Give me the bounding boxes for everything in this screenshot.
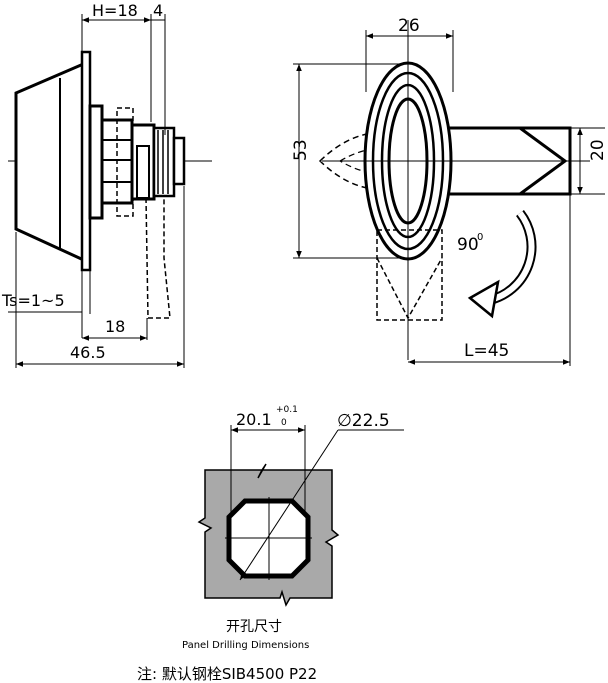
- cutout-caption-en: Panel Drilling Dimensions: [182, 640, 309, 651]
- cutout-tolerance-upper: +0.1: [276, 405, 298, 415]
- front-view: [293, 20, 605, 366]
- footnote: 注: 默认钢栓SIB4500 P22: [137, 665, 317, 683]
- dim-26-label: 26: [398, 16, 420, 36]
- cutout-diameter-label: ∅22.5: [337, 411, 390, 431]
- panel-cutout: [197, 425, 404, 607]
- dim-l-label: L=45: [464, 341, 509, 361]
- dim-18-label: 18: [105, 317, 125, 336]
- cutout-tolerance-lower: 0: [281, 418, 287, 428]
- dim-ts-label: Ts=1~5: [1, 291, 65, 310]
- rotation-angle-label: 90: [457, 235, 479, 255]
- dim-20-label: 20: [588, 139, 608, 161]
- cutout-width-label: 20.1: [236, 410, 272, 429]
- dim-53-label: 53: [291, 139, 311, 161]
- side-view: [8, 14, 212, 368]
- cutout-caption-cn: 开孔尺寸: [226, 619, 282, 635]
- dim-h-label: H=18: [92, 1, 138, 20]
- dim-46-5-label: 46.5: [70, 343, 106, 362]
- rotation-degree-mark: 0: [477, 232, 483, 243]
- dim-4-label: 4: [153, 1, 163, 20]
